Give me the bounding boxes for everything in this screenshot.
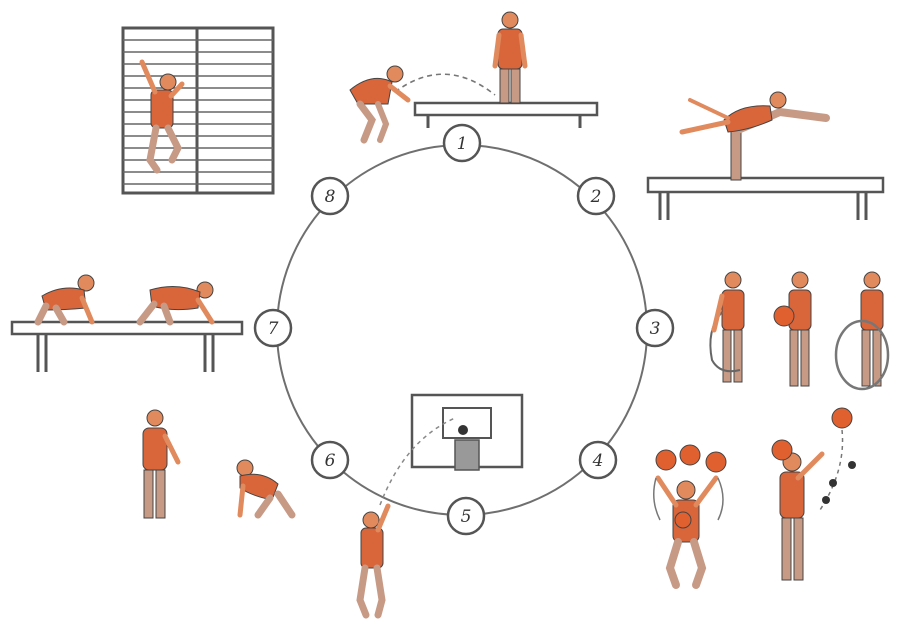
illustration-ball-juggling (654, 408, 856, 585)
station-label-7: 7 (268, 319, 279, 339)
station-label-2: 2 (590, 187, 602, 207)
station-label-1: 1 (457, 134, 468, 154)
illustration-wall-bars-climber (123, 28, 273, 193)
station-label-8: 8 (325, 187, 336, 207)
station-marker-2: 2 (578, 178, 614, 214)
station-marker-4: 4 (580, 442, 616, 478)
station-marker-3: 3 (637, 310, 673, 346)
illustration-squat-push-up (143, 410, 292, 518)
illustration-rope-ball-hoop (710, 272, 888, 389)
station-label-5: 5 (461, 507, 472, 527)
station-marker-7: 7 (255, 310, 291, 346)
station-label-3: 3 (650, 319, 661, 339)
illustration-jump-onto-bench (350, 12, 597, 140)
station-label-6: 6 (325, 451, 336, 471)
illustration-bench-balance-scale (648, 92, 883, 220)
station-label-4: 4 (592, 451, 604, 471)
station-marker-6: 6 (312, 442, 348, 478)
station-marker-1: 1 (444, 125, 480, 161)
station-marker-8: 8 (312, 178, 348, 214)
illustration-bench-crawl (12, 275, 242, 372)
station-marker-5: 5 (448, 498, 484, 534)
illustration-basketball-throw (360, 395, 522, 615)
